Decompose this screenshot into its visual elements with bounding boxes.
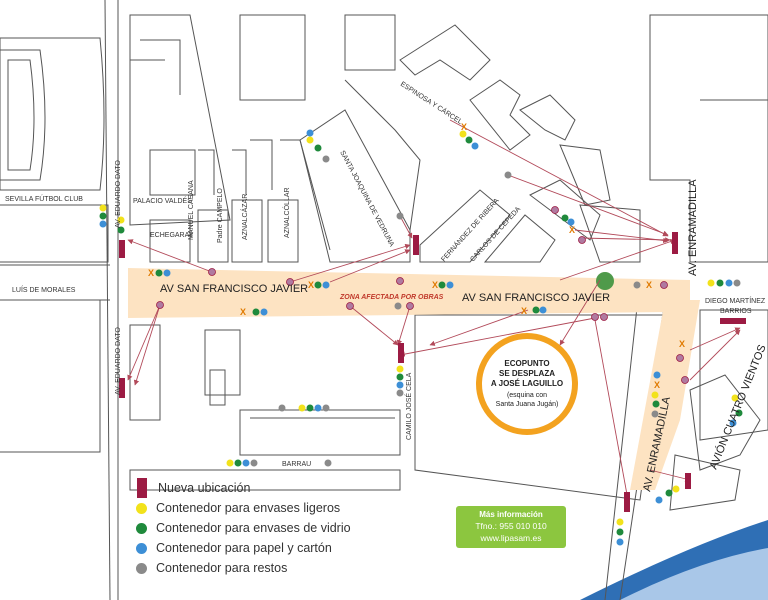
- glass-containers: [99, 136, 743, 536]
- ecopunto-ring: [476, 333, 578, 435]
- ecopunto-line4: (esquina con: [507, 392, 547, 399]
- label-diego-martinez-1: DIEGO MARTÍNEZ: [705, 296, 766, 305]
- ecopunto-line5: Santa Juana Jugán): [496, 401, 559, 408]
- ecopunto-text: ECOPUNTO SE DESPLAZA A JOSÉ LAGUILLO (es…: [491, 359, 563, 408]
- label-eduardo-dato-top: AV. EDUARDO DATO: [115, 160, 122, 228]
- label-diego-martinez-2: BARRIOS: [720, 308, 752, 315]
- avenue-band-enramadilla: [630, 300, 700, 490]
- label-sevilla-fc: SEVILLA FÚTBOL CLUB: [5, 194, 83, 203]
- legend-light-packaging: Contenedor para envases ligeros: [135, 498, 351, 518]
- legend-paper: Contenedor para papel y cartón: [135, 538, 351, 558]
- label-palacio-valdes: PALACIO VALDÉS: [133, 196, 192, 205]
- legend-glass-label: Contenedor para envases de vidrio: [156, 521, 351, 535]
- relocation-arrows: [127, 119, 741, 501]
- info-title: Más información: [479, 510, 543, 519]
- label-manuel-casana: MANUEL CASANA: [188, 180, 195, 240]
- yellow-dot-icon: [136, 502, 147, 514]
- legend-light-packaging-label: Contenedor para envases ligeros: [156, 501, 341, 515]
- avenue-band: [128, 268, 690, 318]
- ecopunto-line2: SE DESPLAZA: [499, 369, 555, 378]
- svg-text:X: X: [521, 306, 527, 316]
- legend-paper-label: Contenedor para papel y cartón: [156, 541, 332, 555]
- light-packaging-containers: [99, 130, 739, 526]
- legend-rest-label: Contenedor para restos: [156, 561, 288, 575]
- label-fernandez-ribera: FERNÁNDEZ DE RIBERA: [439, 196, 501, 264]
- ecopunto-line3: A JOSÉ LAGUILLO: [491, 379, 563, 388]
- legend-new-location: Nueva ubicación: [135, 478, 351, 498]
- label-av-sfj-left: AV SAN FRANCISCO JAVIER: [160, 283, 308, 295]
- label-barrau: BARRAU: [282, 461, 311, 468]
- label-padre-campelo: Padre CAMPELO: [217, 188, 224, 243]
- removed-container-markers: X X X X X X X X X X: [148, 122, 685, 390]
- ecopunto-line1: ECOPUNTO: [504, 359, 549, 368]
- label-enramadilla-top: AV. ENRAMADILLA: [687, 179, 699, 276]
- svg-text:X: X: [432, 280, 438, 290]
- svg-text:X: X: [646, 280, 652, 290]
- decorative-swoosh-light: [620, 548, 768, 600]
- label-espinosa-carcel: ESPINOSA Y CÁRCEL: [399, 79, 464, 126]
- green-dot-icon: [136, 522, 147, 534]
- paper-containers: [99, 129, 737, 546]
- svg-text:X: X: [148, 268, 154, 278]
- rest-containers: [250, 155, 741, 467]
- building-blocks: [0, 14, 768, 511]
- legend: Nueva ubicación Contenedor para envases …: [135, 478, 351, 578]
- new-location-markers: [119, 232, 746, 512]
- new-location-swatch: [137, 478, 147, 498]
- svg-text:X: X: [679, 339, 685, 349]
- label-av-sfj-right: AV SAN FRANCISCO JAVIER: [462, 292, 610, 304]
- removed-container-dots: [156, 206, 689, 384]
- roundabout: [596, 272, 614, 290]
- legend-new-location-label: Nueva ubicación: [158, 481, 251, 495]
- label-eduardo-dato-bottom: AV. EDUARDO DATO: [115, 327, 122, 395]
- blue-dot-icon: [136, 542, 147, 554]
- label-aznalcollar: AZNALCÓLLAR: [282, 187, 291, 238]
- label-avion-cuatro-vientos: AVIÓN CUATRO VIENTOS: [707, 343, 768, 471]
- label-santa-joaquina: SANTA JOAQUINA DE VEDRUNA: [338, 150, 395, 249]
- svg-text:X: X: [308, 280, 314, 290]
- info-box: Más información Tfno.: 955 010 010 www.l…: [456, 506, 566, 548]
- label-carlos-cepeda: CARLOS DE CEPEDA: [469, 206, 522, 264]
- svg-text:X: X: [461, 122, 467, 132]
- info-web-link[interactable]: www.lipasam.es: [480, 533, 542, 543]
- grey-dot-icon: [136, 562, 147, 574]
- label-echegaray: ECHEGARAY: [150, 232, 194, 239]
- label-luis-morales: LUÍS DE MORALES: [12, 285, 76, 294]
- label-aznalcazar: AZNALCÁZAR: [240, 194, 249, 240]
- svg-text:X: X: [654, 380, 660, 390]
- legend-glass: Contenedor para envases de vidrio: [135, 518, 351, 538]
- legend-rest: Contenedor para restos: [135, 558, 351, 578]
- info-phone[interactable]: Tfno.: 955 010 010: [475, 521, 547, 531]
- label-zona-afectada: ZONA AFECTADA POR OBRAS: [339, 294, 444, 301]
- svg-text:X: X: [240, 307, 246, 317]
- label-camilo-jose-cela: CAMILO JOSÉ CELA: [404, 372, 413, 440]
- svg-text:X: X: [569, 225, 575, 235]
